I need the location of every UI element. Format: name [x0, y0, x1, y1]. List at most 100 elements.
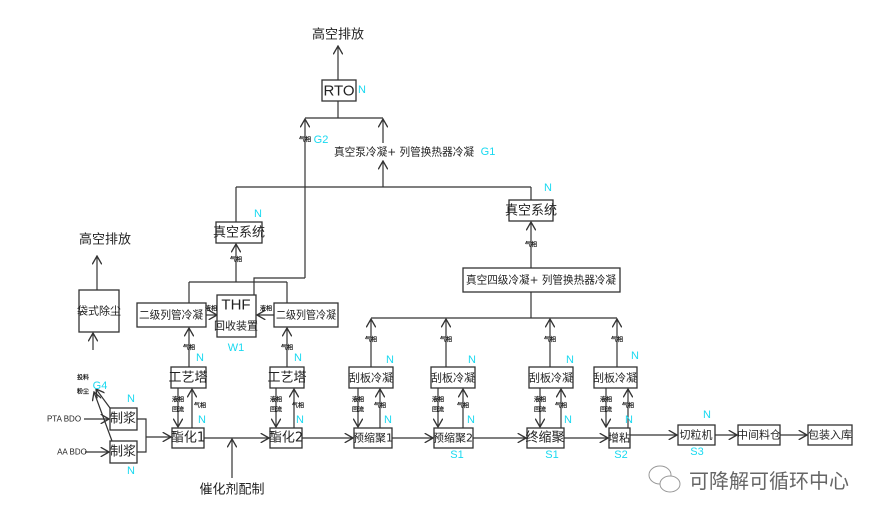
- scraper1-box: [348, 366, 394, 389]
- feed-aa: AA BDO: [57, 448, 87, 457]
- ester2-label: 酯化2: [269, 431, 303, 446]
- pelletizer-box: [677, 424, 716, 446]
- packing-label: 包装入库: [808, 429, 852, 442]
- tag-n: N: [358, 84, 366, 96]
- tower1-label: 工艺塔: [168, 371, 207, 386]
- tag-n: N: [127, 465, 135, 477]
- gas-label: 气相: [291, 402, 304, 410]
- catalyst-label: 催化剂配制: [199, 483, 264, 498]
- tag-w1: W1: [228, 342, 245, 354]
- tag-n: N: [294, 352, 302, 364]
- tag-s1: S1: [545, 449, 558, 461]
- gas-label: 气相: [364, 336, 377, 344]
- tag-n: N: [564, 414, 572, 426]
- liquid-label: 液相: [352, 396, 364, 404]
- silo-label: 中间料仓: [737, 428, 781, 442]
- scraper4-box: [593, 366, 638, 389]
- gas-label: 气相: [193, 402, 206, 410]
- gas-label: 气相: [456, 402, 469, 410]
- gas-label: 气相: [182, 344, 195, 352]
- tag-n: N: [467, 414, 475, 426]
- tag-s1: S1: [450, 449, 463, 461]
- tag-n: N: [384, 414, 392, 426]
- slurry2-box: [109, 440, 138, 464]
- reflux-label: 回流: [534, 406, 546, 414]
- reflux-label: 回流: [600, 406, 612, 414]
- small-labels: 气相 气相 气相 气相 气相 液相 液相 气相 气相 液相 回流 液相 回流 气…: [77, 136, 634, 414]
- gas-label: 气相: [373, 402, 386, 410]
- tube-cond-right-box: [273, 302, 339, 328]
- tag-n: N: [544, 182, 552, 194]
- tag-n: N: [703, 409, 711, 421]
- reflux-label: 回流: [352, 406, 364, 414]
- tag-n: N: [198, 414, 206, 426]
- tag-g1: G1: [481, 146, 496, 158]
- precond1-box: [353, 427, 393, 449]
- feed-pta: PTA BDO: [47, 415, 81, 424]
- vac-sys-right-box: [508, 199, 554, 222]
- tag-n: N: [631, 350, 639, 362]
- gas-label: 气相: [229, 256, 242, 264]
- liquid-label: 液相: [432, 396, 444, 404]
- reflux-label: 回流: [270, 406, 282, 414]
- liquid-label: 液相: [205, 305, 217, 313]
- tag-g4: G4: [93, 380, 108, 392]
- tag-n: N: [296, 414, 304, 426]
- gas-label: 气相: [280, 344, 293, 352]
- tag-s2: S2: [614, 449, 627, 461]
- tower2-box: [269, 366, 305, 389]
- tag-g2: G2: [314, 134, 329, 146]
- gas-label: 气相: [554, 402, 567, 410]
- feed-dust-label: 粉尘: [77, 388, 89, 396]
- tube-cond-left-box: [136, 302, 207, 328]
- watermark: 可降解可循环中心: [689, 469, 849, 493]
- vac-sys-right-label: 真空系统: [505, 204, 557, 219]
- ester1-box: [171, 427, 205, 449]
- gas-label: 气相: [439, 336, 452, 344]
- tag-n: N: [625, 414, 633, 426]
- thickening-box: [608, 427, 631, 449]
- thf-box: [216, 294, 257, 338]
- bag-filter-box: [78, 289, 120, 333]
- reflux-label: 回流: [172, 406, 184, 414]
- slurry1-label: 制浆: [110, 412, 136, 427]
- pelletizer-label: 切粒机: [680, 428, 713, 442]
- liquid-label: 液相: [270, 396, 282, 404]
- tag-n: N: [196, 352, 204, 364]
- tag-n: N: [254, 208, 262, 220]
- bag-filter-label: 袋式除尘: [77, 304, 121, 318]
- scraper3-box: [528, 366, 574, 389]
- silo-box: [737, 424, 781, 446]
- wechat-icon: [648, 465, 681, 493]
- scraper2-label: 刮板冷凝: [431, 371, 475, 385]
- rto-box: [321, 79, 357, 102]
- gas-label: 气相: [298, 136, 311, 144]
- liquid-label: 液相: [534, 396, 546, 404]
- tube-cond-left-label: 二级列管冷凝: [139, 308, 203, 322]
- connectors: [84, 46, 807, 478]
- gas-label: 气相: [543, 336, 556, 344]
- thf-label: THF: [221, 297, 250, 314]
- scraper1-label: 刮板冷凝: [349, 371, 393, 385]
- gas-label: 气相: [621, 402, 634, 410]
- scraper4-label: 刮板冷凝: [593, 371, 637, 385]
- tower1-box: [170, 366, 207, 389]
- thickening-label: 增粘: [608, 431, 630, 445]
- precond1-label: 预缩聚1: [353, 432, 393, 445]
- tag-n: N: [127, 393, 135, 405]
- tag-n: N: [386, 354, 394, 366]
- vac-four-cond-label: 真空四级冷凝+ 列管换热器冷凝: [466, 273, 616, 287]
- slurry2-label: 制浆: [110, 445, 136, 460]
- vac-sys-left-label: 真空系统: [213, 226, 265, 241]
- ester1-label: 酯化1: [171, 431, 205, 446]
- ester2-box: [269, 427, 303, 449]
- liquid-label: 液相: [600, 396, 612, 404]
- tags: N G2 G1 N N W1 N N N N G4 N N N N N N N …: [93, 84, 711, 477]
- tag-s3: S3: [690, 446, 703, 458]
- precond2-label: 预缩聚2: [433, 432, 473, 445]
- tag-n: N: [468, 354, 476, 366]
- final-cond-box: [526, 427, 565, 449]
- reflux-label: 回流: [432, 406, 444, 414]
